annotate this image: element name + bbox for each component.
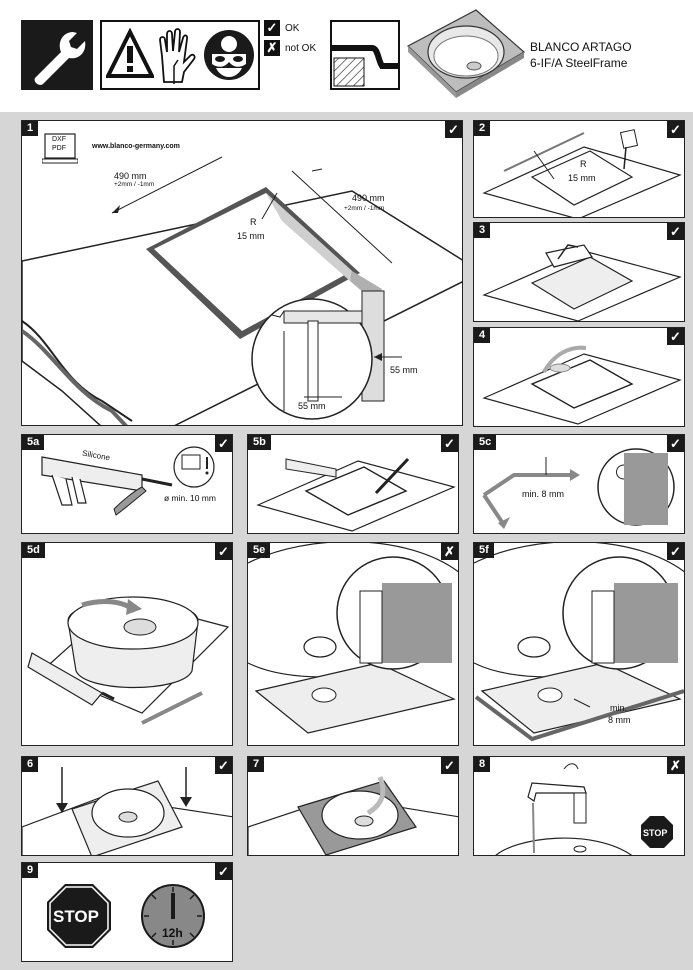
- bead-gap-label: min. 8 mm: [522, 489, 565, 499]
- edge-depth-bottom: 55 mm: [298, 401, 326, 411]
- width-tolerance: +2mm / -1mm: [114, 181, 155, 188]
- depth-tolerance: +2mm / -1mm: [344, 205, 385, 212]
- step-number: 9: [22, 863, 39, 878]
- step-2-panel: 2 ✓ R 15 mm: [473, 120, 685, 218]
- cleanup-drawing: [248, 776, 458, 855]
- legend-notok-label: not OK: [285, 43, 317, 54]
- gap-label-line1: min.: [610, 703, 628, 713]
- insert-sink-drawing: [22, 767, 232, 855]
- step-number: 5e: [248, 543, 271, 558]
- step-6-panel: 6 ✓: [21, 756, 233, 856]
- step-number: 8: [474, 757, 491, 772]
- check-icon: ✓: [667, 435, 684, 452]
- cutout-drawing: [22, 156, 462, 425]
- gloves-icon: [159, 28, 196, 84]
- product-model: 6-IF/A SteelFrame: [530, 56, 628, 70]
- radius-label: R: [250, 217, 257, 227]
- check-icon: ✓: [215, 435, 232, 452]
- cross-icon: ✗: [667, 757, 684, 774]
- check-icon: ✓: [215, 757, 232, 774]
- width-dimension: 490 mm: [114, 171, 147, 181]
- step-number: 3: [474, 223, 491, 238]
- correct-placement-drawing: [474, 543, 684, 742]
- download-icon: [42, 133, 78, 164]
- step-5c-panel: 5c ✓ min. 8 mm: [473, 434, 685, 534]
- clock-icon: [141, 884, 205, 948]
- silicone-gun-drawing: [41, 446, 215, 516]
- step-5e-panel: 5e ✗: [247, 542, 459, 746]
- radius-value: 15 mm: [237, 231, 265, 241]
- step-number: 7: [248, 757, 265, 772]
- tools-icon-box: [21, 20, 93, 90]
- seal-edges-drawing: [482, 345, 682, 425]
- step-number: 5c: [474, 435, 497, 450]
- gap-label-line2: 8 mm: [608, 715, 631, 725]
- check-icon: ✓: [215, 863, 232, 880]
- check-icon: ✓: [667, 328, 684, 345]
- silicone-bead-drawing: [482, 448, 675, 529]
- marking-drawing: [482, 129, 682, 217]
- legend-notok-box: ✗: [264, 40, 280, 56]
- product-name: BLANCO ARTAGO: [530, 40, 632, 54]
- stop-sign-icon: [47, 884, 111, 948]
- radius-label: R: [580, 159, 587, 169]
- cross-icon: ✗: [441, 543, 458, 560]
- stop-sign-text: STOP: [53, 907, 99, 926]
- website-link[interactable]: www.blanco-germany.com: [92, 143, 180, 150]
- radius-value: 15 mm: [568, 173, 596, 183]
- check-icon: ✓: [441, 757, 458, 774]
- step-5f-panel: 5f ✓ min. 8 mm: [473, 542, 685, 746]
- step-5b-panel: 5b ✓: [247, 434, 459, 534]
- check-icon: ✓: [667, 223, 684, 240]
- edge-profile-box: [330, 20, 400, 90]
- download-format-2: PDF: [52, 145, 66, 152]
- warning-triangle-icon: [106, 28, 154, 78]
- step-7-panel: 7 ✓: [247, 756, 459, 856]
- check-icon: ✓: [441, 435, 458, 452]
- step-number: 5f: [474, 543, 494, 558]
- check-icon: ✓: [215, 543, 232, 560]
- step-number: 5b: [248, 435, 271, 450]
- bead-size-label: ø min. 10 mm: [164, 493, 216, 503]
- apply-silicone-drawing: [256, 457, 456, 532]
- sink-edge-profile-icon: [332, 45, 398, 87]
- check-icon: ✓: [667, 543, 684, 560]
- stop-sign-text: STOP: [643, 828, 668, 838]
- stop-sign-icon: [641, 816, 673, 848]
- step-9-panel: 9 ✓ STOP 12h: [21, 862, 233, 962]
- safety-icons-box: [100, 20, 260, 90]
- no-water-drawing: [495, 763, 632, 855]
- step-8-panel: 8 ✗ STOP: [473, 756, 685, 856]
- legend-ok-box: ✓: [264, 20, 280, 36]
- wait-time-label: 12h: [162, 926, 183, 940]
- step-number: 5d: [22, 543, 45, 558]
- depth-dimension: 490 mm: [352, 193, 385, 203]
- sink-product-image: [406, 9, 526, 98]
- goggles-icon: [204, 30, 254, 80]
- step-5d-panel: 5d ✓: [21, 542, 233, 746]
- sink-silicone-drawing: [27, 596, 230, 725]
- step-1-panel: 1 ✓ DXF PDF www.blanco-germany.com 490 m…: [21, 120, 463, 426]
- step-number: 2: [474, 121, 491, 136]
- step-number: 5a: [22, 435, 45, 450]
- wrong-placement-drawing: [248, 543, 458, 734]
- step-4-panel: 4 ✓: [473, 327, 685, 427]
- download-format-1: DXF: [52, 136, 66, 143]
- step-5a-panel: 5a ✓ Silicone ø min. 10 mm: [21, 434, 233, 534]
- edge-depth-right: 55 mm: [390, 365, 418, 375]
- step-number: 6: [22, 757, 39, 772]
- wrench-icon: [34, 32, 86, 85]
- check-icon: ✓: [445, 121, 462, 138]
- jigsaw-drawing: [482, 244, 682, 321]
- legend-ok-label: OK: [285, 23, 300, 34]
- check-icon: ✓: [667, 121, 684, 138]
- step-number: 1: [22, 121, 39, 136]
- step-number: 4: [474, 328, 491, 343]
- step-3-panel: 3 ✓: [473, 222, 685, 322]
